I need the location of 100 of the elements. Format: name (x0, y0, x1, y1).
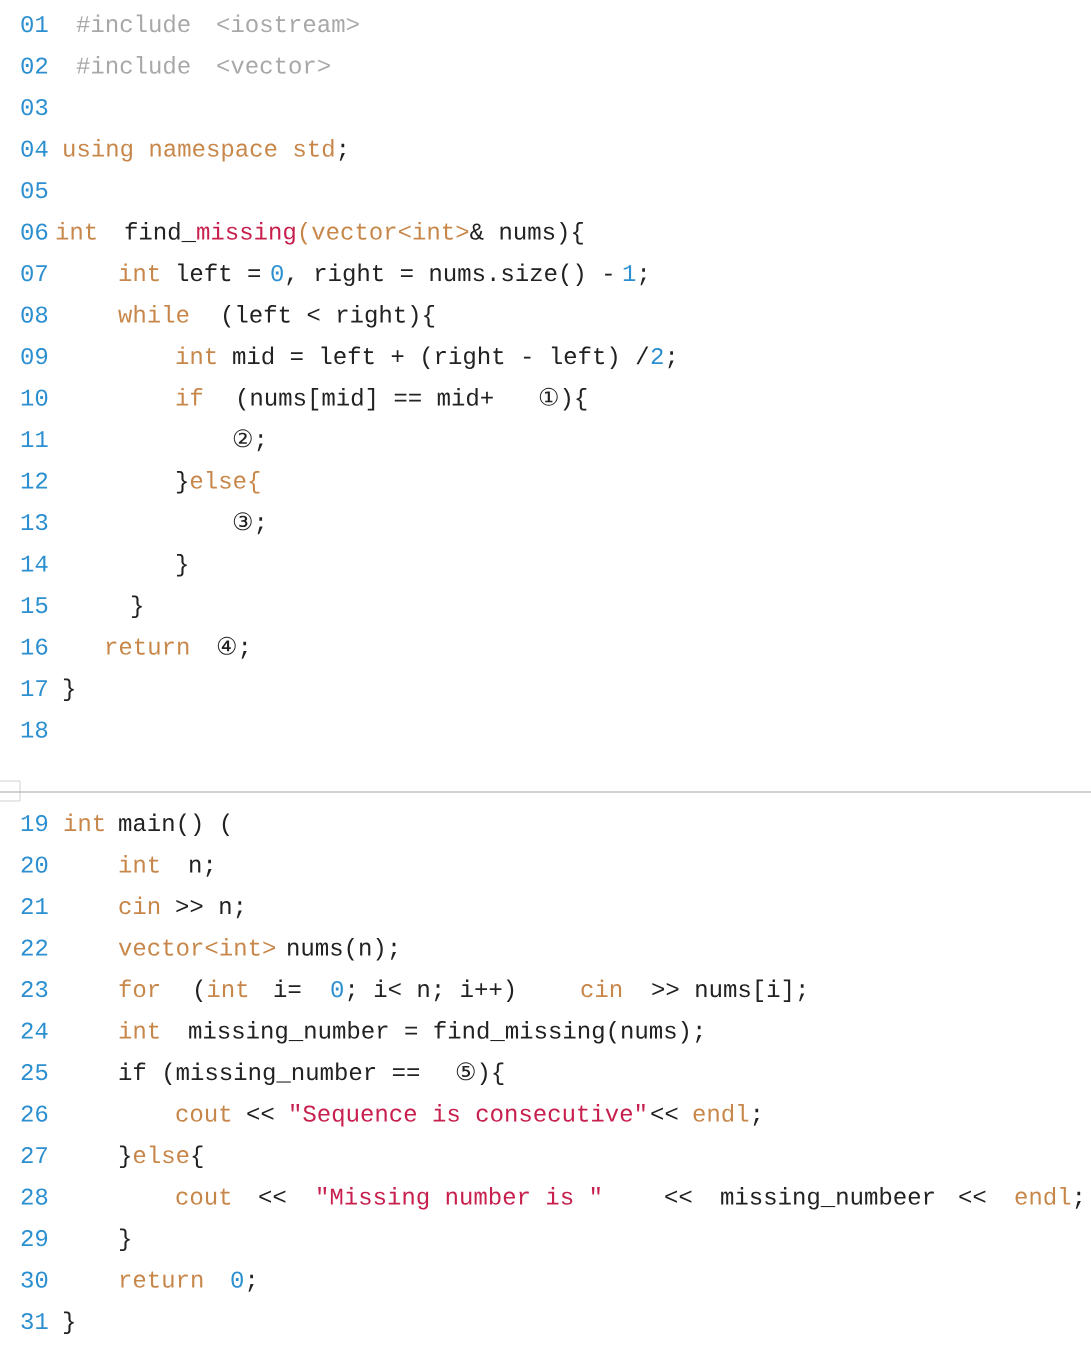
code-text: int (119, 263, 159, 282)
code-text: n; (190, 859, 212, 877)
line-number: 08 (21, 306, 48, 323)
code-text: <vector> (217, 57, 330, 74)
code-text: cout (176, 1188, 231, 1205)
code-text: cin (119, 896, 160, 915)
line-number: 22 (21, 939, 48, 956)
code-text: mid = left + (right - left) / (233, 346, 649, 369)
code-text: (nums[mid] == mid+ (239, 388, 493, 411)
code-text: 0 (231, 1271, 243, 1288)
code-text: "Missing number is " (318, 1187, 600, 1210)
code-text: 0 (271, 264, 283, 282)
code-text: } (176, 471, 187, 494)
code-text: int (208, 979, 248, 998)
code-text: cin (581, 979, 622, 998)
line-number: 31 (21, 1312, 48, 1330)
code-text: #include (76, 14, 190, 33)
line-number: 26 (21, 1105, 48, 1122)
code-text: cout (176, 1105, 231, 1122)
line-number: 29 (21, 1229, 48, 1247)
code-text: missing_numbeer (721, 1187, 934, 1210)
line-number: 10 (21, 389, 48, 406)
line-number: 13 (21, 513, 48, 531)
line-number: 02 (21, 57, 48, 74)
code-text: ; (1075, 1191, 1081, 1209)
line-number: 25 (21, 1063, 48, 1081)
code-text: left = (178, 263, 260, 282)
code-text: i= (274, 979, 301, 997)
code-text: else{ (190, 471, 260, 494)
code-text: << (651, 1107, 678, 1120)
line-number: 12 (21, 472, 48, 489)
code-text: int (64, 813, 104, 832)
code-text: ){ (480, 1062, 504, 1085)
code-text: int (119, 1021, 159, 1039)
code-text: int (176, 346, 216, 365)
code-text: >> nums[i]; (652, 979, 805, 1002)
code-text: ; (668, 351, 674, 369)
code-text: vector<int> (118, 938, 275, 956)
code-text: ; (241, 641, 247, 659)
code-text: } (131, 595, 142, 618)
code-text: >> n; (176, 900, 242, 919)
line-number: 27 (21, 1146, 47, 1163)
code-text: ( (196, 979, 203, 1002)
code-text: 0 (331, 980, 343, 998)
line-number: 24 (21, 1022, 48, 1039)
code-text: << (247, 1107, 274, 1120)
line-number: 30 (21, 1271, 48, 1288)
code-text: { (192, 1145, 203, 1168)
code-text: << (665, 1190, 692, 1203)
code-text: "Sequence is consecutive" (291, 1104, 645, 1127)
code-text: } (119, 1145, 130, 1168)
blank-number: ③ (233, 512, 252, 531)
code-text: if (176, 388, 203, 406)
code-text: } (119, 1228, 130, 1251)
code-text: missing (197, 222, 295, 245)
code-text: (vector<int> (300, 222, 469, 245)
code-text: int (119, 855, 159, 873)
line-number: 09 (21, 347, 48, 365)
line-number: 05 (21, 181, 48, 199)
code-text: return (106, 638, 189, 655)
code-text: } (63, 1311, 74, 1334)
code-text: (left < right){ (224, 305, 435, 328)
line-number: 07 (21, 264, 47, 282)
code-text: endl (1015, 1187, 1071, 1205)
code-text: << (959, 1190, 986, 1203)
line-number: 01 (21, 15, 48, 33)
line-number: 16 (21, 638, 48, 655)
code-text: int (56, 222, 96, 240)
code-text: ; (257, 434, 263, 452)
code-text: for (119, 979, 160, 998)
code-text: , right = nums.size() - (287, 263, 612, 286)
code-text: else (133, 1145, 189, 1164)
code-text: ; (248, 1274, 254, 1292)
blank-number: ② (233, 429, 252, 448)
code-text: using namespace std (64, 139, 334, 162)
code-text: << (259, 1190, 286, 1203)
code-text: ; (257, 517, 263, 535)
code-text: while (118, 305, 189, 323)
code-text: main() ( (119, 813, 230, 836)
line-number: 21 (21, 897, 48, 914)
line-number: 28 (21, 1188, 48, 1205)
line-number: 17 (21, 680, 47, 696)
code-text: } (63, 678, 74, 701)
line-number: 11 (21, 431, 48, 447)
line-number: 04 (21, 140, 48, 157)
line-number: 14 (21, 555, 48, 572)
code-text: 2 (651, 347, 663, 364)
blank-number: ① (539, 387, 558, 406)
line-number: 03 (21, 98, 48, 116)
code-text: ; i< n; i++) (348, 979, 514, 1002)
code-text: return (120, 1271, 203, 1288)
code-text: if (missing_number == (119, 1062, 419, 1085)
code-text: <iostream> (217, 14, 359, 33)
blank-number: ④ (217, 636, 236, 655)
code-text: ){ (563, 388, 587, 411)
line-number: 15 (21, 597, 48, 614)
code-text: & nums){ (470, 222, 583, 245)
line-number: 23 (21, 980, 48, 998)
line-number: 19 (21, 814, 48, 832)
line-number: 20 (21, 856, 48, 873)
